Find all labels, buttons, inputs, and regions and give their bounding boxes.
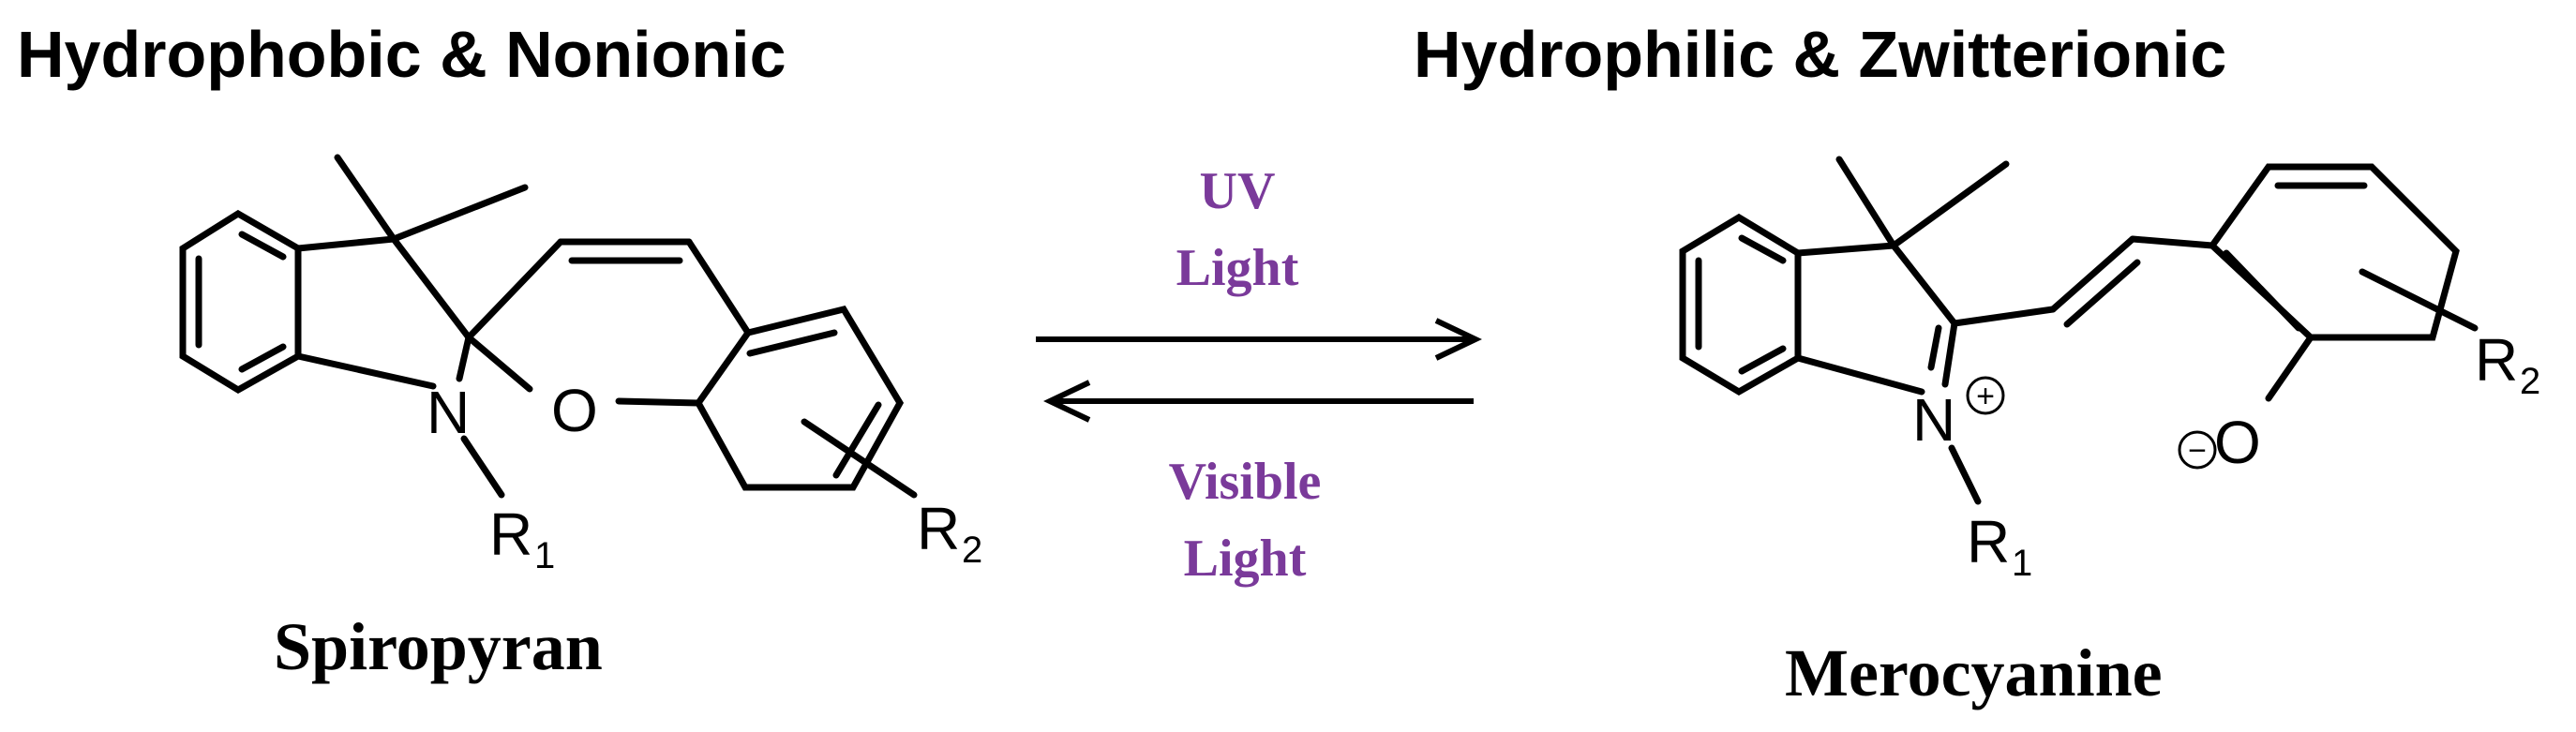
merocyanine-n-charge-circle bbox=[1966, 376, 2005, 415]
reverse-condition-line2: Light bbox=[1184, 530, 1307, 588]
merocyanine-o-charge-circle bbox=[2178, 430, 2217, 470]
spiropyran-pyran-ring bbox=[465, 238, 752, 407]
merocyanine-n-charge: + bbox=[1976, 379, 1995, 414]
spiropyran-atom-n: N bbox=[427, 379, 470, 446]
spiropyran-r2: R bbox=[917, 495, 960, 562]
reverse-condition-line1: Visible bbox=[1169, 453, 1322, 511]
merocyanine-r2-bond bbox=[2359, 268, 2479, 332]
spiropyran-methyl-bond bbox=[334, 154, 397, 243]
merocyanine-n-r1-bond bbox=[1948, 444, 1982, 505]
merocyanine-methyl-bond bbox=[1890, 160, 2010, 249]
header-left: Hydrophobic & Nonionic bbox=[17, 18, 786, 91]
spiropyran-r2-bond bbox=[801, 418, 918, 499]
merocyanine-r2-subscript: 2 bbox=[2520, 361, 2540, 402]
merocyanine-o-bond bbox=[2265, 334, 2314, 402]
merocyanine-name: Merocyanine bbox=[1785, 635, 2163, 710]
merocyanine-phenolate-ring bbox=[2208, 163, 2460, 341]
spiropyran-r2-subscript: 2 bbox=[962, 530, 982, 571]
spiropyran-r1: R bbox=[489, 500, 532, 568]
spiropyran-n-r1-bond bbox=[460, 435, 505, 499]
merocyanine-indolium-ring bbox=[1794, 242, 1958, 396]
spiropyran-r1-subscript: 1 bbox=[534, 535, 555, 576]
merocyanine-vinyl-bridge bbox=[1951, 235, 2216, 328]
merocyanine-atom-o: O bbox=[2214, 409, 2261, 476]
merocyanine-structure: N + − O R 1 R 2 bbox=[1679, 156, 2540, 584]
spiropyran-pyrroline-ring bbox=[294, 235, 472, 390]
merocyanine-benzene-ring bbox=[1679, 213, 1802, 396]
forward-condition-line2: Light bbox=[1176, 239, 1299, 297]
merocyanine-r1-subscript: 1 bbox=[2012, 543, 2032, 584]
spiropyran-name: Spiropyran bbox=[274, 609, 603, 684]
merocyanine-r1: R bbox=[1967, 508, 2010, 575]
spiropyran-benzene-ring bbox=[179, 209, 302, 395]
header-right: Hydrophilic & Zwitterionic bbox=[1414, 18, 2226, 91]
spiropyran-atom-o: O bbox=[551, 377, 598, 444]
merocyanine-methyl-bond bbox=[1835, 156, 1897, 249]
forward-condition-line1: UV bbox=[1200, 162, 1276, 220]
merocyanine-r2: R bbox=[2475, 326, 2518, 394]
spiropyran-structure: N O R 1 R 2 bbox=[179, 154, 982, 576]
spiropyran-phenol-ring bbox=[695, 305, 905, 491]
spiropyran-methyl-bond bbox=[390, 184, 529, 243]
reverse-arrow-head bbox=[1043, 380, 1091, 423]
merocyanine-atom-n: N bbox=[1912, 386, 1955, 454]
merocyanine-o-charge: − bbox=[2188, 433, 2207, 469]
forward-arrow-head bbox=[1434, 318, 1482, 361]
